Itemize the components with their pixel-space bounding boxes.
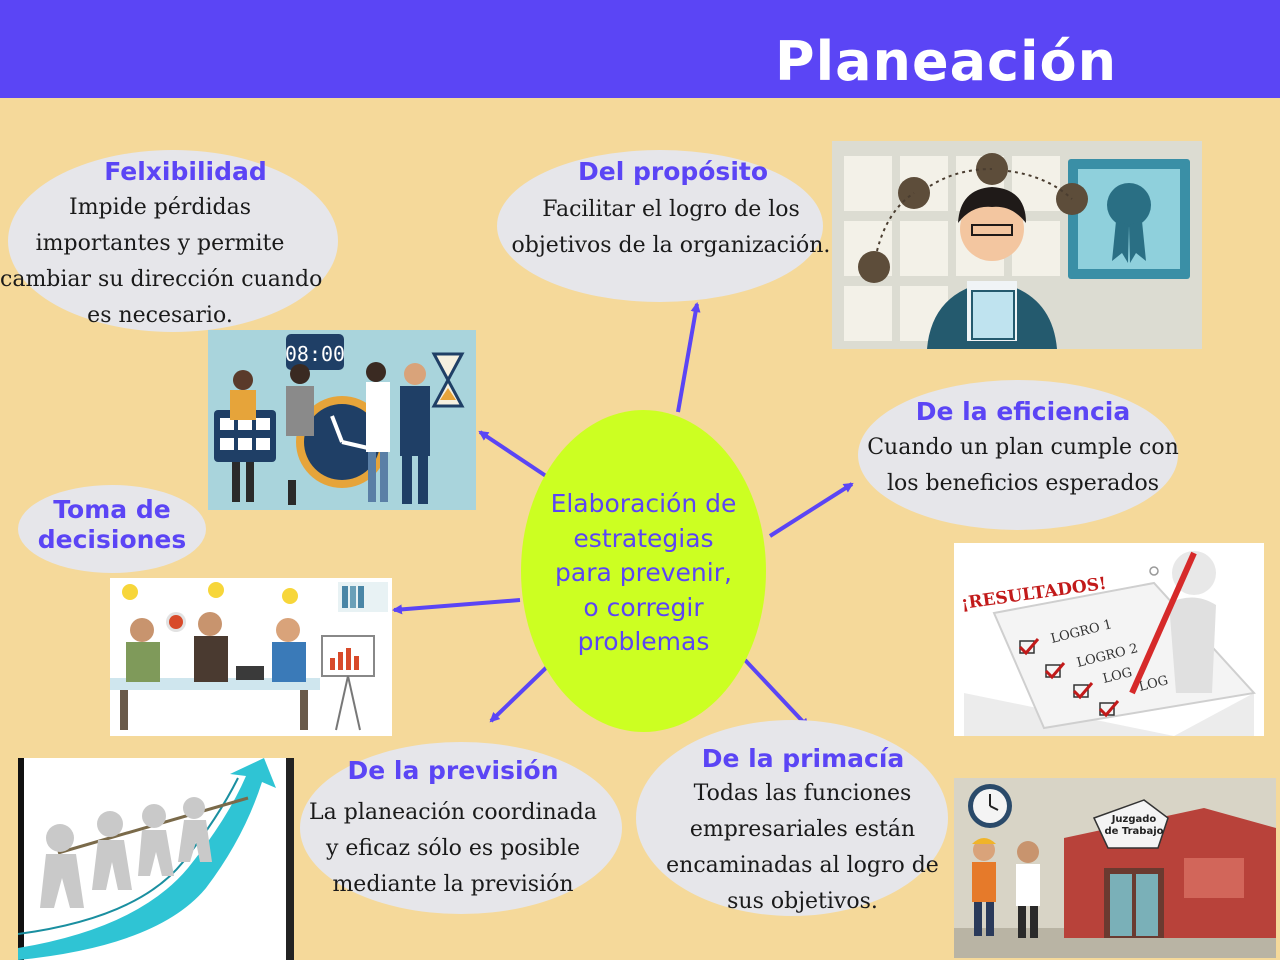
teamwork-drawing	[18, 758, 294, 960]
court-sign-line-1: Juzgado	[1111, 814, 1157, 825]
center-ellipse	[521, 410, 766, 732]
illustration-teacher	[832, 141, 1202, 349]
illustration-teamwork	[18, 758, 294, 960]
result-item-4: LOG	[1137, 673, 1169, 695]
meeting-drawing	[110, 582, 388, 731]
header-bar	[0, 0, 1280, 98]
node-text-eficiencia: Cuando un plan cumple con los beneficios…	[867, 435, 1179, 496]
illustration-time: 08:00	[208, 330, 476, 510]
bubble-decisiones	[18, 485, 206, 573]
arrow-to-prevision	[489, 662, 552, 723]
center-text: Elaboración de estrategias para prevenir…	[550, 489, 737, 656]
arrow-to-proposito	[676, 302, 701, 413]
bubble-prevision	[300, 742, 622, 914]
bubble-eficiencia	[858, 380, 1178, 530]
node-title-eficiencia: De la eficiencia	[915, 397, 1131, 426]
arrow-to-flexibilidad	[478, 430, 551, 480]
bubble-proposito	[497, 150, 823, 302]
time-drawing: 08:00	[214, 334, 465, 505]
illustration-court: Juzgado de Trabajo	[954, 778, 1276, 958]
illustration-results: ¡RESULTADOS! LOGRO 1 LOGRO 2 LOG LOG	[954, 543, 1264, 736]
illustration-meeting	[110, 578, 392, 736]
node-title-decisiones: Toma de decisiones	[37, 495, 187, 554]
court-sign-line-2: de Trabajo	[1104, 826, 1163, 837]
node-text-primacia: Todas las funciones empresariales están …	[666, 781, 939, 914]
page-title: Planeación	[775, 30, 1118, 93]
node-text-prevision: La planeación coordinada y eficaz sólo e…	[309, 800, 597, 897]
arrow-to-decisiones	[392, 598, 521, 615]
node-text-flexibilidad: Impide pérdidas importantes y permite ca…	[0, 195, 323, 328]
bubble-primacia	[636, 720, 948, 916]
node-text-proposito: Facilitar el logro de los objetivos de l…	[511, 197, 831, 258]
court-drawing: Juzgado de Trabajo	[954, 784, 1276, 958]
arrow-to-primacia	[743, 658, 810, 729]
bubble-flexibilidad	[8, 150, 338, 332]
node-title-prevision: De la previsión	[347, 756, 559, 785]
teacher-drawing	[844, 153, 1190, 349]
node-title-primacia: De la primacía	[701, 744, 905, 773]
results-drawing: ¡RESULTADOS! LOGRO 1 LOGRO 2 LOG LOG	[960, 551, 1256, 736]
result-item-3: LOG	[1101, 665, 1133, 687]
clock-digits: 08:00	[285, 342, 345, 366]
node-title-proposito: Del propósito	[577, 157, 769, 186]
arrow-to-eficiencia	[768, 482, 854, 538]
node-title-flexibilidad: Felxibilidad	[104, 157, 267, 186]
